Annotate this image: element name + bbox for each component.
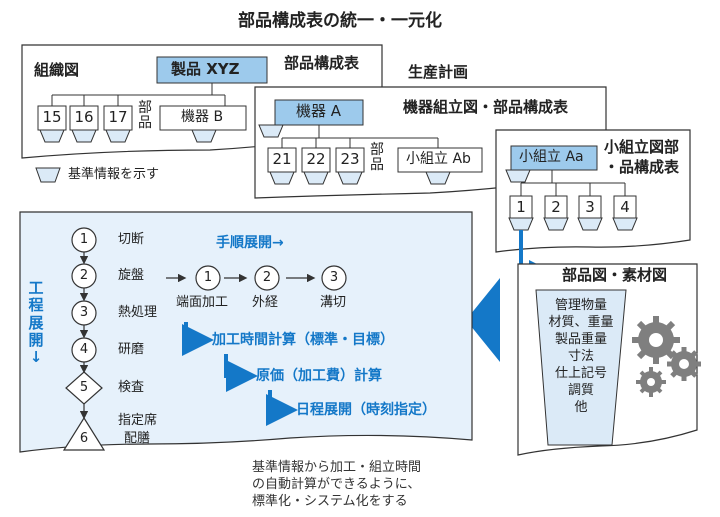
part-16: 16 bbox=[74, 110, 94, 125]
sub-assembly-ab-label: 小組立 Ab bbox=[406, 152, 471, 166]
device-a-label: 機器 A bbox=[296, 104, 341, 119]
part-22: 22 bbox=[306, 152, 326, 167]
step-label-6-line2: 配膳 bbox=[124, 432, 150, 445]
sub-bom-label-line1: 小組立図部 bbox=[604, 140, 679, 155]
materials-item: 寸法 bbox=[531, 349, 631, 366]
org-chart-label: 組織図 bbox=[34, 63, 79, 78]
device-b-label: 機器 B bbox=[181, 110, 223, 124]
materials-item: 仕上記号 bbox=[531, 366, 631, 383]
step-label-6-line1: 指定席 bbox=[118, 414, 157, 427]
procedure-title: 手順展開→ bbox=[216, 236, 284, 250]
part-15: 15 bbox=[42, 110, 62, 125]
footnote-line3: 標準化・システム化をする bbox=[252, 494, 408, 510]
calc-processing-time: 加工時間計算（標準・目標） bbox=[212, 333, 394, 347]
step-num-1: 1 bbox=[74, 233, 94, 246]
calc-cost: 原価（加工費）計算 bbox=[256, 369, 382, 383]
materials-item: 管理物量 bbox=[531, 298, 631, 315]
step-num-3: 3 bbox=[74, 306, 94, 319]
part-2: 2 bbox=[546, 200, 566, 215]
sub-assembly-aa-label: 小組立 Aa bbox=[519, 150, 584, 164]
part-3: 3 bbox=[580, 200, 600, 215]
materials-item: 他 bbox=[531, 400, 631, 417]
footnote-line2: の自動計算ができるように、 bbox=[252, 477, 420, 493]
part-1: 1 bbox=[511, 200, 531, 215]
parts-suffix-1: 部品 bbox=[138, 101, 154, 132]
part-23: 23 bbox=[340, 152, 360, 167]
step-label-5: 検査 bbox=[118, 381, 144, 394]
proc-label-2: 外経 bbox=[252, 296, 278, 309]
proc-num-2: 2 bbox=[257, 271, 277, 284]
legend-text: 基準情報を示す bbox=[68, 168, 159, 181]
part-17: 17 bbox=[108, 110, 128, 125]
materials-item: 製品重量 bbox=[531, 332, 631, 349]
materials-item: 材質、重量 bbox=[531, 315, 631, 332]
bom-label: 部品構成表 bbox=[284, 56, 359, 71]
step-label-2: 旋盤 bbox=[118, 269, 144, 282]
step-num-6: 6 bbox=[74, 432, 94, 445]
part-21: 21 bbox=[272, 152, 292, 167]
step-num-4: 4 bbox=[74, 343, 94, 356]
product-xyz-label: 製品 XYZ bbox=[171, 62, 240, 77]
step-label-1: 切断 bbox=[118, 233, 144, 246]
proc-label-1: 端面加工 bbox=[176, 296, 228, 309]
assembly-bom-label: 機器組立図・部品構成表 bbox=[403, 100, 568, 115]
parts-suffix-2: 部品 bbox=[370, 143, 386, 174]
proc-label-3: 溝切 bbox=[320, 296, 346, 309]
page-title: 部品構成表の統一・一元化 bbox=[238, 13, 442, 30]
sub-bom-label-line2: ・品構成表 bbox=[604, 160, 679, 175]
materials-item: 調質 bbox=[531, 383, 631, 400]
process-vertical-label: 工程展開↓ bbox=[28, 280, 44, 366]
step-label-3: 熱処理 bbox=[118, 306, 157, 319]
step-label-4: 研磨 bbox=[118, 343, 144, 356]
step-num-2: 2 bbox=[74, 269, 94, 282]
production-plan-label: 生産計画 bbox=[408, 65, 468, 80]
proc-num-3: 3 bbox=[324, 271, 344, 284]
proc-num-1: 1 bbox=[198, 271, 218, 284]
footnote-line1: 基準情報から加工・組立時間 bbox=[252, 460, 421, 476]
legend-tray-icon bbox=[36, 168, 60, 182]
step-num-5: 5 bbox=[74, 381, 94, 394]
part-4: 4 bbox=[615, 200, 635, 215]
calc-schedule: 日程展開（時刻指定） bbox=[296, 403, 436, 417]
materials-title: 部品図・素材図 bbox=[562, 268, 667, 283]
